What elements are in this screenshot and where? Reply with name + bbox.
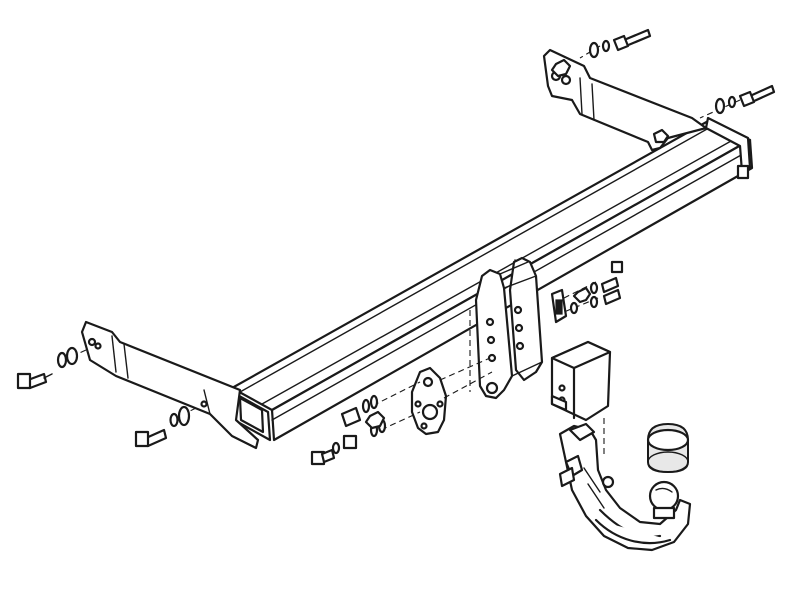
ball-receiver-housing bbox=[550, 340, 612, 422]
left-side-bracket bbox=[80, 320, 260, 450]
socket-mounting-plate bbox=[410, 366, 448, 436]
nuts bbox=[364, 58, 592, 430]
ball-cover-cap bbox=[646, 423, 690, 473]
detachable-tow-ball bbox=[558, 422, 692, 552]
bolt-top-right-2 bbox=[738, 84, 776, 108]
electric-socket-bracket bbox=[550, 288, 568, 324]
bolts-center bbox=[310, 260, 624, 466]
bolt-top-right-1 bbox=[612, 28, 652, 52]
bolt-left-1 bbox=[16, 372, 53, 390]
center-hitch-plate bbox=[474, 256, 544, 400]
bolt-left-2 bbox=[134, 428, 168, 448]
washers bbox=[56, 39, 737, 455]
